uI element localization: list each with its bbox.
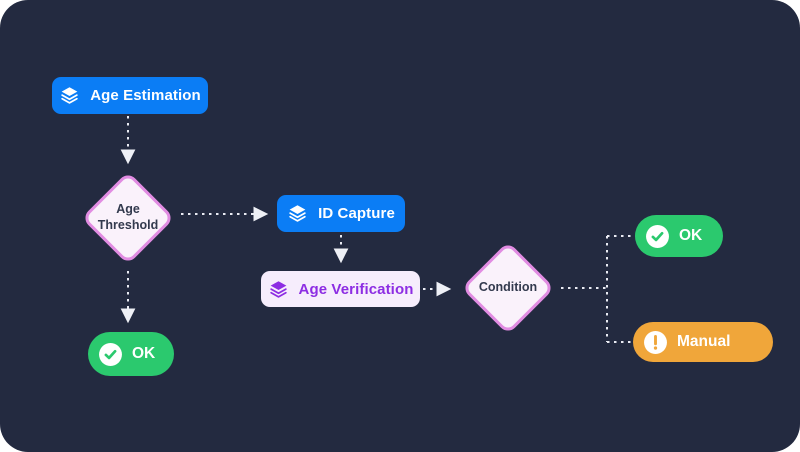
node-label: Age Verification (298, 280, 414, 298)
node-label: Manual (677, 333, 731, 350)
node-label: Age Threshold (97, 202, 159, 232)
node-id-capture[interactable]: ID Capture (277, 195, 405, 232)
node-age-estimation[interactable]: Age Estimation (52, 77, 208, 114)
node-label: OK (679, 227, 703, 244)
node-label: Age Estimation (90, 87, 201, 104)
check-circle-icon (98, 342, 123, 367)
node-label: Condition (478, 280, 538, 295)
node-label: OK (132, 345, 156, 362)
layers-icon (287, 203, 308, 224)
layers-icon (268, 279, 289, 300)
node-age-verification[interactable]: Age Verification (261, 271, 420, 307)
node-ok-top[interactable]: OK (635, 215, 723, 257)
node-label: ID Capture (318, 205, 395, 222)
node-condition[interactable]: Condition (460, 240, 556, 336)
exclamation-circle-icon (643, 330, 668, 355)
node-ok-bottom[interactable]: OK (88, 332, 174, 376)
check-circle-icon (645, 224, 670, 249)
node-manual[interactable]: Manual (633, 322, 773, 362)
node-age-threshold[interactable]: Age Threshold (80, 170, 176, 266)
layers-icon (59, 85, 80, 106)
edge-condition-branches (561, 235, 633, 343)
